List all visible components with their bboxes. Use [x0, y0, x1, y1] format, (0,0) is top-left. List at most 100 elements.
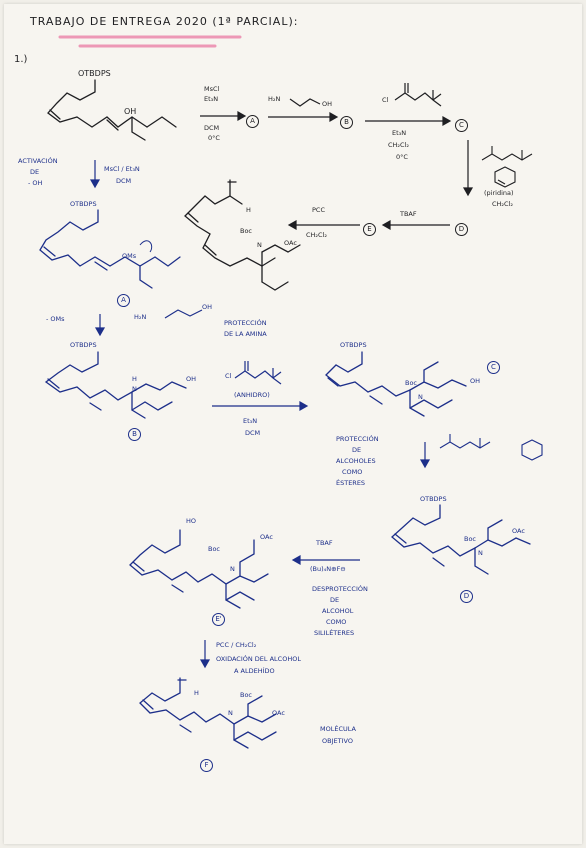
activation-reagents: MsCl / Et₃N — [104, 165, 140, 173]
ac2o-reagent-structure — [439, 434, 491, 449]
start-otbdps-label: OTBDPS — [78, 69, 111, 78]
page-title: TRABAJO DE ENTREGA 2020 (1ª PARCIAL): — [30, 15, 299, 28]
deprotection-note-4: COMO — [326, 618, 347, 626]
intermediate-c-oh: OH — [470, 377, 481, 385]
arrow-e-to-f — [287, 219, 360, 231]
arrow-c-to-d — [462, 140, 474, 197]
reagent3-temp: 0°C — [396, 153, 408, 161]
top-n-label: N — [257, 241, 262, 249]
start-oh-label: OH — [124, 107, 137, 116]
label-e-prime-blue: E' — [212, 608, 225, 626]
label-d-blue: D — [460, 585, 473, 603]
intermediate-e-prime-structure — [129, 529, 269, 609]
protection-note-2: DE LA AMINA — [224, 330, 267, 338]
top-oac-label: OAc — [284, 239, 297, 247]
intermediate-e-oac: OAc — [260, 533, 273, 541]
intermediate-c-n: N — [418, 393, 423, 401]
intermediate-c-otbdps: OTBDPS — [340, 341, 367, 349]
reagent-et3n: Et₃N — [204, 95, 219, 103]
pyridine-ring-structure — [494, 166, 516, 188]
label-c-blue: C — [487, 356, 500, 374]
reagent3-et3n: Et₃N — [392, 129, 407, 137]
pcc-oxidation-arrow — [199, 640, 211, 669]
tbaf-deprotection-arrow — [291, 554, 360, 566]
oxidation-note-2: A ALDEHÍDO — [234, 667, 275, 675]
activation-note-1: ACTIVACIÓN — [18, 157, 58, 165]
product-f-oac: OAc — [272, 709, 285, 717]
intermediate-d-oac: OAc — [512, 527, 525, 535]
top-product-structure — [184, 179, 301, 291]
label-b-top: B — [340, 111, 353, 129]
pcc-top-label: PCC — [312, 206, 325, 214]
oxidation-note-1: OXIDACIÓN DEL ALCOHOL — [216, 655, 301, 663]
tbaf-blue-label: TBAF — [316, 539, 333, 547]
deprotection-note-3: ALCOHOL — [322, 607, 354, 615]
label-d-top: D — [455, 218, 468, 236]
reagent-mscl: MsCl — [204, 85, 220, 93]
title-highlight — [58, 35, 242, 48]
boc2o-cl-label: Cl — [225, 372, 232, 380]
esterification-note-3: ALCOHOLES — [336, 457, 376, 465]
intermediate-b-n: N — [132, 385, 137, 393]
arrow-a-to-b — [268, 111, 339, 123]
acetic-anhydride-structure — [481, 146, 533, 161]
esterification-note-2: DE — [352, 446, 362, 454]
paper-sheet — [4, 4, 582, 844]
activation-arrow — [89, 160, 101, 189]
target-molecule-f-structure — [139, 677, 277, 749]
arrow-b-to-c — [365, 115, 452, 127]
boc-cl-label: Cl — [382, 96, 389, 104]
ethanolamine-nucleophile-structure — [164, 309, 203, 319]
intermediate-a-oms: OMs — [122, 252, 137, 260]
arrow-d-to-e — [381, 219, 450, 231]
esterification-note-1: PROTECCIÓN — [336, 435, 379, 443]
boc-step-note: (ANHIDRO) — [234, 391, 270, 399]
deprotection-note-2: DE — [330, 596, 340, 604]
target-note-1: MOLÉCULA — [320, 725, 356, 733]
reagent-temp: 0°C — [208, 134, 220, 142]
label-a-blue: A — [117, 289, 130, 307]
intermediate-d-otbdps: OTBDPS — [420, 495, 447, 503]
intermediate-d-boc: Boc — [464, 535, 477, 543]
product-f-n: N — [228, 709, 233, 717]
product-f-h: H — [194, 689, 199, 697]
esterification-arrow — [419, 442, 431, 469]
boc2o-reagent-structure — [234, 361, 282, 385]
label-e-top: E — [363, 218, 376, 236]
intermediate-e-ho: HO — [186, 517, 197, 525]
label-f-blue: F — [200, 754, 213, 772]
oxidation-reagent: PCC / CH₂Cl₂ — [216, 641, 257, 649]
amine-reagent-structure — [289, 98, 321, 107]
tbaf-formula: (Bu)₄N⊕F⊖ — [310, 565, 346, 573]
intermediate-d-structure — [391, 504, 531, 575]
arrow-to-a — [200, 110, 247, 122]
intermediate-b-structure — [44, 351, 187, 419]
pcc-top-solvent: CH₂Cl₂ — [306, 231, 327, 239]
top-aldehyde-h: H — [246, 206, 251, 214]
esterification-note-5: ÉSTERES — [336, 479, 366, 487]
amine-h2n-label: H₂N — [268, 95, 281, 103]
intermediate-a-otbdps: OTBDPS — [70, 200, 97, 208]
activation-solvent: DCM — [116, 177, 132, 185]
activation-note-2: DE — [30, 168, 40, 176]
boc-cl-reagent-structure — [394, 83, 442, 107]
intermediate-e-boc: Boc — [208, 545, 221, 553]
protection-note-1: PROTECCIÓN — [224, 319, 267, 327]
mesylate-loss-arrow — [94, 314, 106, 337]
product-f-boc: Boc — [240, 691, 253, 699]
leaving-group-label: - OMs — [46, 315, 65, 323]
intermediate-b-otbdps: OTBDPS — [70, 341, 97, 349]
boc-step-solvent: DCM — [245, 429, 261, 437]
label-a-top: A — [246, 110, 259, 128]
reagent3-ch2cl2: CH₂Cl₂ — [388, 141, 409, 149]
intermediate-b-oh: OH — [186, 375, 197, 383]
pyridine-ring-blue-structure — [521, 439, 543, 461]
intermediate-c-boc: Boc — [405, 379, 418, 387]
pyridine-label: (piridina) — [484, 189, 514, 197]
deprotection-note-1: DESPROTECCIÓN — [312, 585, 368, 593]
intermediate-e-n: N — [230, 565, 235, 573]
activation-note-3: - OH — [28, 179, 43, 187]
intermediate-a-structure — [39, 209, 181, 289]
label-b-blue: B — [128, 423, 141, 441]
